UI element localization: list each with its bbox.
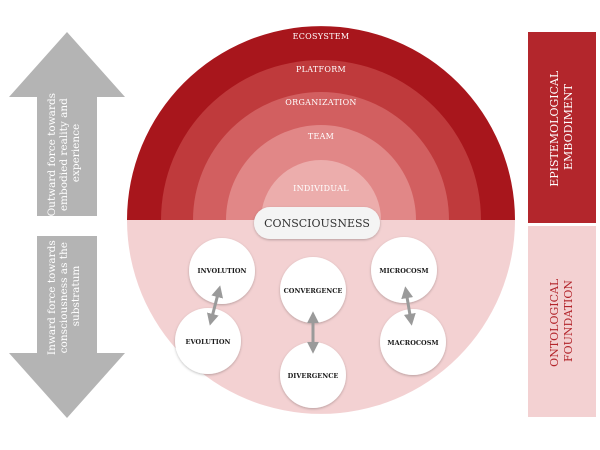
ontological-panel: [528, 226, 596, 417]
connector-involution-evolution: [206, 285, 224, 326]
outward-arrow: [9, 32, 125, 216]
node-convergence: CONVERGENCE: [280, 257, 346, 323]
node-divergence: DIVERGENCE: [280, 342, 346, 408]
epistemological-line-2: EMBODIMENT: [562, 83, 575, 170]
node-microcosm-circle: [371, 237, 437, 303]
node-microcosm: MICROCOSM: [371, 237, 437, 303]
epistemological-line-1: EPISTEMOLOGICAL: [548, 70, 561, 187]
node-divergence-circle: [280, 342, 346, 408]
connector-microcosm-macrocosm: [401, 286, 416, 326]
inward-arrow-line-1: Inward force towards: [46, 240, 58, 355]
outward-arrow-line-1: Outward force towards: [46, 93, 58, 217]
label-platform: PLATFORM: [296, 65, 346, 74]
outward-arrow-line-3: experience: [70, 124, 82, 183]
node-involution: INVOLUTION: [189, 238, 255, 304]
ontological-line-1: ONTOLOGICAL: [548, 278, 561, 367]
node-divergence-label: DIVERGENCE: [288, 372, 339, 380]
node-involution-label: INVOLUTION: [198, 267, 247, 275]
outward-arrow-line-2: embodied reality and: [58, 98, 70, 211]
inward-arrow-line-3: substratum: [70, 266, 82, 327]
node-evolution-label: EVOLUTION: [186, 338, 231, 346]
node-macrocosm-circle: [380, 309, 446, 375]
node-evolution-circle: [175, 308, 241, 374]
consciousness-label: CONSCIOUSNESS: [264, 217, 370, 230]
inward-arrow-line-2: consciousness as the: [58, 242, 70, 353]
node-macrocosm-label: MACROCOSM: [387, 339, 438, 347]
node-involution-circle: [189, 238, 255, 304]
inward-arrow: [9, 236, 125, 418]
label-ecosystem: ECOSYSTEM: [293, 32, 350, 41]
consciousness-pill: [254, 207, 380, 239]
epistemological-panel: [528, 32, 596, 223]
node-convergence-label: CONVERGENCE: [284, 287, 343, 295]
node-microcosm-label: MICROCOSM: [379, 267, 428, 275]
ontological-label: ONTOLOGICAL FOUNDATION: [548, 275, 575, 367]
ontological-line-2: FOUNDATION: [562, 280, 575, 362]
label-organization: ORGANIZATION: [285, 98, 356, 107]
node-convergence-circle: [280, 257, 346, 323]
inward-arrow-label: Inward force towards consciousness as th…: [46, 237, 82, 355]
node-macrocosm: MACROCOSM: [380, 309, 446, 375]
label-team: TEAM: [308, 132, 334, 141]
node-evolution: EVOLUTION: [175, 308, 241, 374]
epistemological-label: EPISTEMOLOGICAL EMBODIMENT: [548, 67, 575, 187]
label-individual: INDIVIDUAL: [293, 184, 349, 193]
outward-arrow-label: Outward force towards embodied reality a…: [46, 90, 82, 217]
ring-individual: [261, 160, 381, 220]
